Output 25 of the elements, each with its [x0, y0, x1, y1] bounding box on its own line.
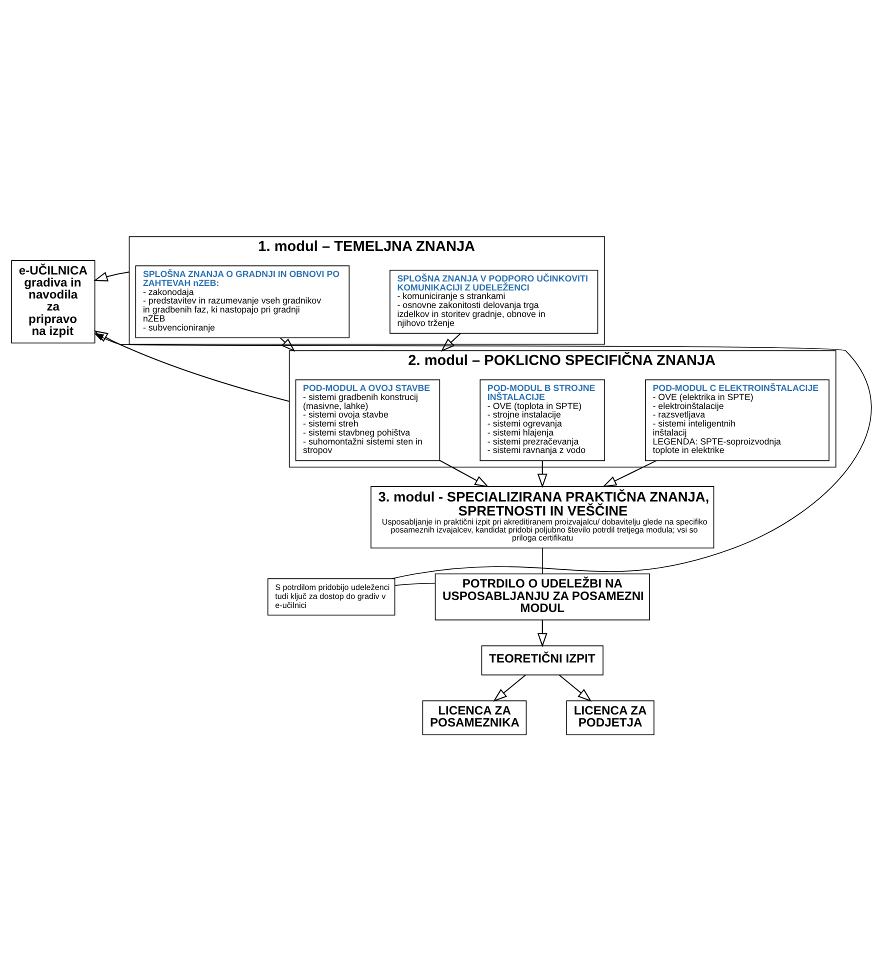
node-box: TEORETIČNI IZPIT	[481, 645, 604, 676]
node-box: POD-MODUL B STROJNE INŠTALACIJE - OVE (toplota in SPTE) - strojne instalacije - sistemi ogrevanja - sistemi hlajenja - sistemi prezračevanja - sistemi ravnanja z vodo	[480, 379, 606, 462]
arrow	[440, 460, 489, 488]
arrow	[602, 460, 657, 488]
arrow	[93, 272, 130, 282]
arrow	[537, 620, 548, 648]
arrow	[94, 333, 872, 580]
node-box: e-UČILNICA gradiva in navodila za pripravo na izpit	[11, 260, 96, 344]
node-box: S potrdilom pridobijo udeleženci tudi ključ za dostop do gradiv v e-učilnici	[267, 578, 396, 616]
node-box: LICENCA ZA POSAMEZNIKA	[422, 700, 527, 736]
arrow	[537, 460, 548, 488]
node-box: LICENCA ZA PODJETJA	[566, 700, 654, 736]
node-box: POTRDILO O UDELEŽBI NA USPOSABLJANJU ZA POSAMEZNI MODUL	[434, 573, 650, 620]
arrow	[558, 674, 592, 702]
arrow	[280, 338, 296, 352]
node-box: POD-MODUL C ELEKTROINŠTALACIJE - OVE (elektrika in SPTE) - elektroinštalacije - razsvetljava - sistemi inteligentnih inštalacij LEGENDA: SPTE-soproizvodnja toplote in elektrike	[645, 379, 830, 462]
connector	[542, 548, 543, 574]
node-box: POD-MODUL A OVOJ STAVBE - sistemi gradbenih konstrucij (masivne, lahke) - sistemi ovoja stavbe - sistemi streh - sistemi stavbneg pohištva - suhomontažni sistemi sten in stropov	[295, 379, 440, 462]
connector	[394, 582, 436, 586]
node-box: 3. modul - SPECIALIZIRANA PRAKTIČNA ZNANJA, SPRETNOSTI IN VEŠČINE Usposabljanje in praktični izpit pri akreditiranem proizvajalcu/ dobavitelju glede na specifiko posameznih izvajalcev, kandidat pridobi poljubno število potrdil tretjega modula; vsi so priloga certifikatu	[370, 486, 714, 548]
node-box: SPLOŠNA ZNANJA O GRADNJI IN OBNOVI PO ZAHTEVAH nZEB: - zakonodaja - predstavitev in razumevanje vseh gradnikov in gradbenih faz, ki nastopajo pri gradnji nZEB - subvencioniranje	[135, 265, 350, 338]
arrow	[492, 674, 526, 702]
arrow	[440, 333, 461, 352]
node-box: SPLOŠNA ZNANJA V PODPORO UČINKOVITI KOMUNIKACIJI Z UDELEŽENCI - komuniciranje s strankami - osnovne zakonitosti delovanja trga izdelkov in storitev gradnje, obnove in njihovo trženje	[390, 270, 598, 334]
arrow	[94, 330, 290, 402]
